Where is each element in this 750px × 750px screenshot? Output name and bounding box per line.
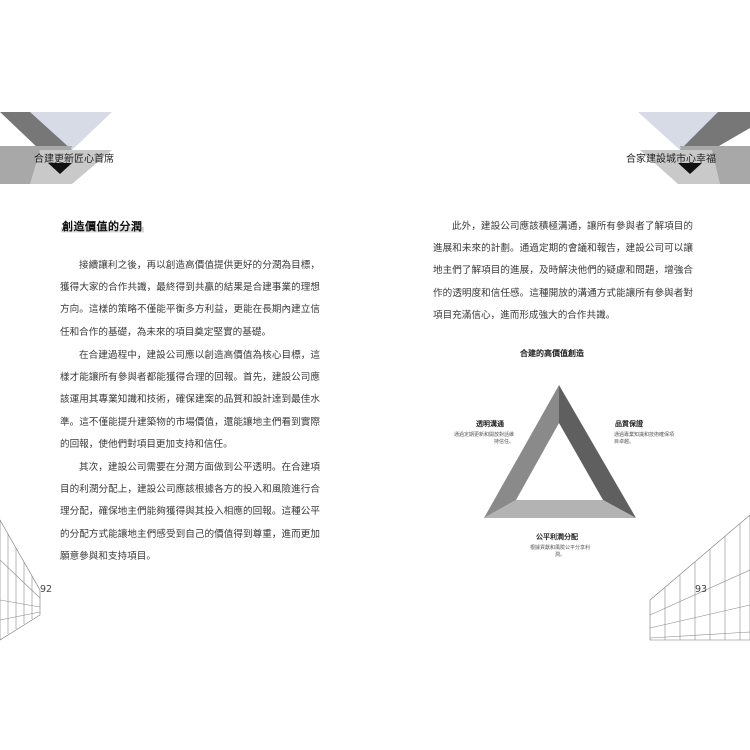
right-page-number: 93	[695, 584, 708, 595]
diagram-desc-transparency: 通過定期更新和開放對話維持信任。	[453, 432, 514, 445]
left-paragraph-2: 在合建過程中，建設公司應以創造高價值為核心目標，這樣才能讓所有參與者都能獲得合理…	[60, 350, 320, 450]
right-wire-cage	[649, 514, 750, 641]
left-page-number: 92	[40, 584, 53, 595]
right-header-ornament	[638, 112, 750, 184]
value-triangle	[484, 385, 636, 518]
diagram-label-quality: 品質保證	[615, 420, 643, 428]
diagram-label-transparency: 透明溝通	[476, 420, 504, 428]
right-paragraph: 此外，建設公司應該積極溝通，讓所有參與者了解項目的進展和未來的計劃。通過定期的會…	[433, 221, 693, 321]
left-running-header: 合建更新匠心首席	[34, 154, 114, 165]
right-running-header: 合家建設城市心幸福	[626, 154, 716, 165]
left-header-ornament	[0, 112, 112, 184]
diagram-title: 合建的高價值創造	[520, 349, 584, 358]
diagram-label-profit: 公平利潤分配	[536, 533, 578, 541]
left-paragraph-3: 其次，建設公司需要在分潤方面做到公平透明。在合建項目的利潤分配上，建設公司應該根…	[60, 462, 320, 562]
section-title: 創造價值的分潤	[61, 218, 144, 234]
left-paragraph-1: 接續讓利之後，再以創造高價值提供更好的分潤為目標，獲得大家的合作共識，最終得到共…	[60, 260, 320, 338]
diagram-desc-profit: 根據貢獻和風險公平分享利潤。	[529, 545, 590, 558]
left-wire-cage	[0, 519, 41, 641]
diagram-desc-quality: 通過專業知識和技術確保項目卓越。	[614, 432, 675, 445]
